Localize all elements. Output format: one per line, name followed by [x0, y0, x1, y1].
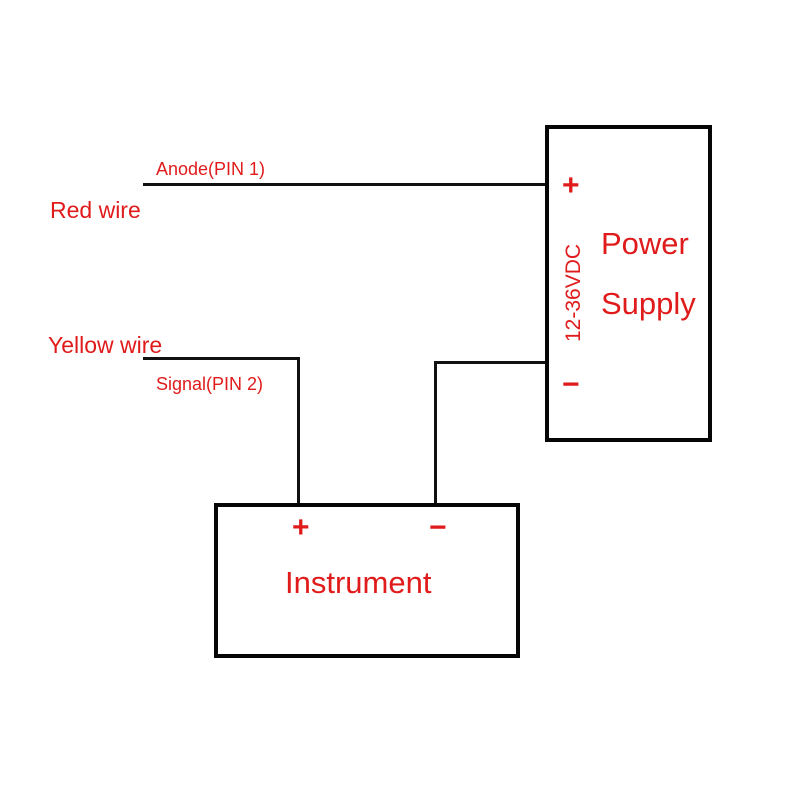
red-wire-horizontal-segment [143, 183, 547, 186]
power-supply-minus-terminal: − [562, 368, 580, 401]
anode-pin-label: Anode(PIN 1) [156, 159, 266, 179]
signal-pin-label: Signal(PIN 2) [156, 374, 264, 394]
red-wire-label: Red wire [50, 197, 141, 223]
negative-return-wire-horizontal-segment [434, 361, 547, 364]
instrument-plus-terminal: + [292, 511, 310, 544]
power-supply-voltage-label: 12-36VDC [562, 243, 585, 342]
instrument-box: + − Instrument [214, 503, 520, 658]
yellow-wire-horizontal-segment [143, 357, 300, 360]
yellow-wire-vertical-segment [297, 357, 300, 505]
instrument-minus-terminal: − [429, 511, 447, 544]
power-supply-title-line2: Supply [601, 286, 696, 321]
negative-return-wire-vertical-segment [434, 361, 437, 505]
yellow-wire-label: Yellow wire [48, 332, 163, 358]
power-supply-plus-terminal: + [562, 169, 580, 202]
instrument-title: Instrument [285, 565, 432, 600]
power-supply-box: + − 12-36VDC Power Supply [545, 125, 712, 442]
power-supply-title-line1: Power [601, 226, 689, 261]
